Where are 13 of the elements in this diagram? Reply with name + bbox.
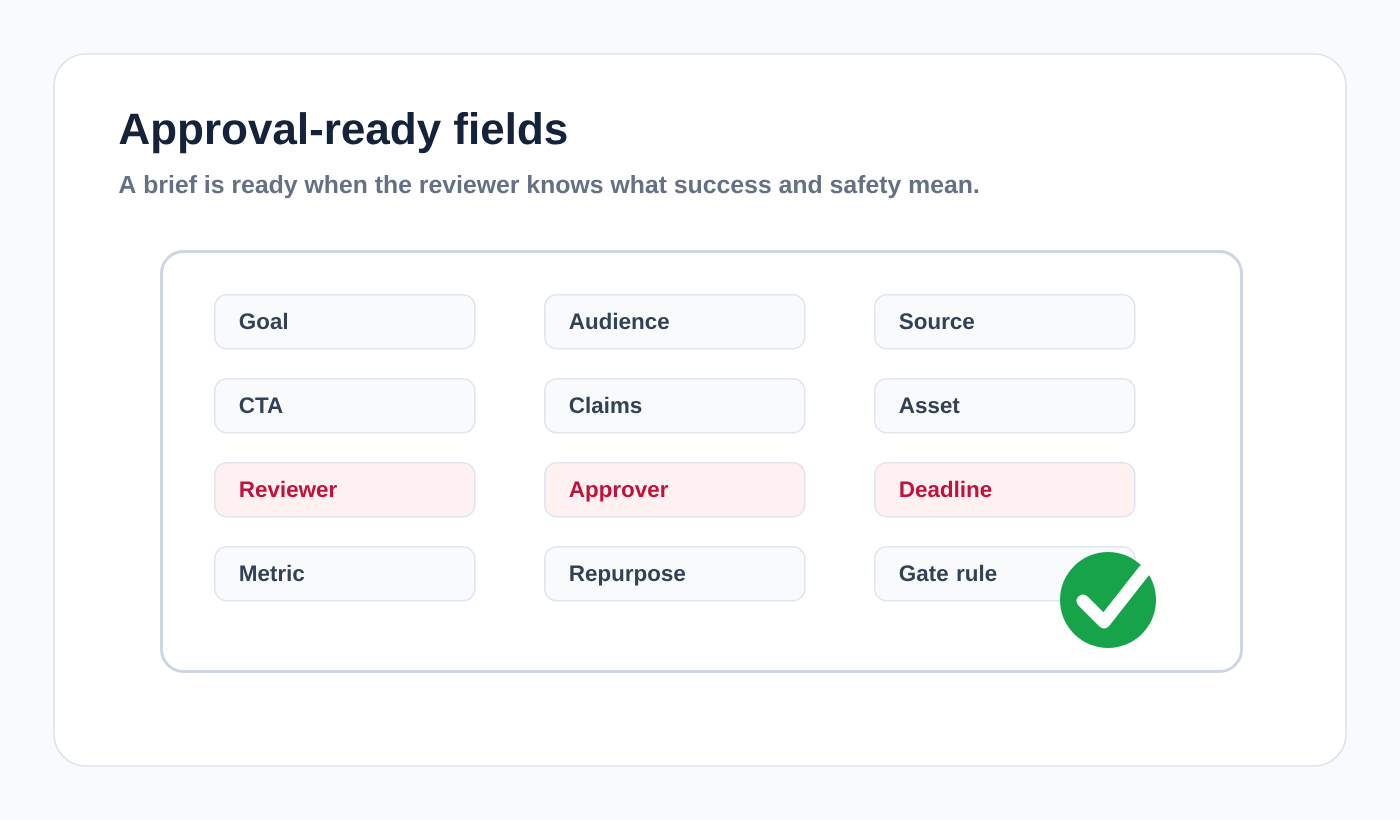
field-box: Source — [874, 294, 1136, 350]
field-box: Reviewer — [214, 462, 476, 518]
field-box: Repurpose — [544, 546, 806, 602]
field-box: Deadline — [874, 462, 1136, 518]
subtitle: A brief is ready when the reviewer knows what success and safety mean. — [119, 175, 979, 199]
title: Approval-ready fields — [119, 112, 567, 154]
field-box: Asset — [874, 378, 1136, 434]
field-box: Approver — [544, 462, 806, 518]
field-box: Goal — [214, 294, 476, 350]
field-box: CTA — [214, 378, 476, 434]
field-box: Audience — [544, 294, 806, 350]
field-box: Claims — [544, 378, 806, 434]
field-box: Metric — [214, 546, 476, 602]
